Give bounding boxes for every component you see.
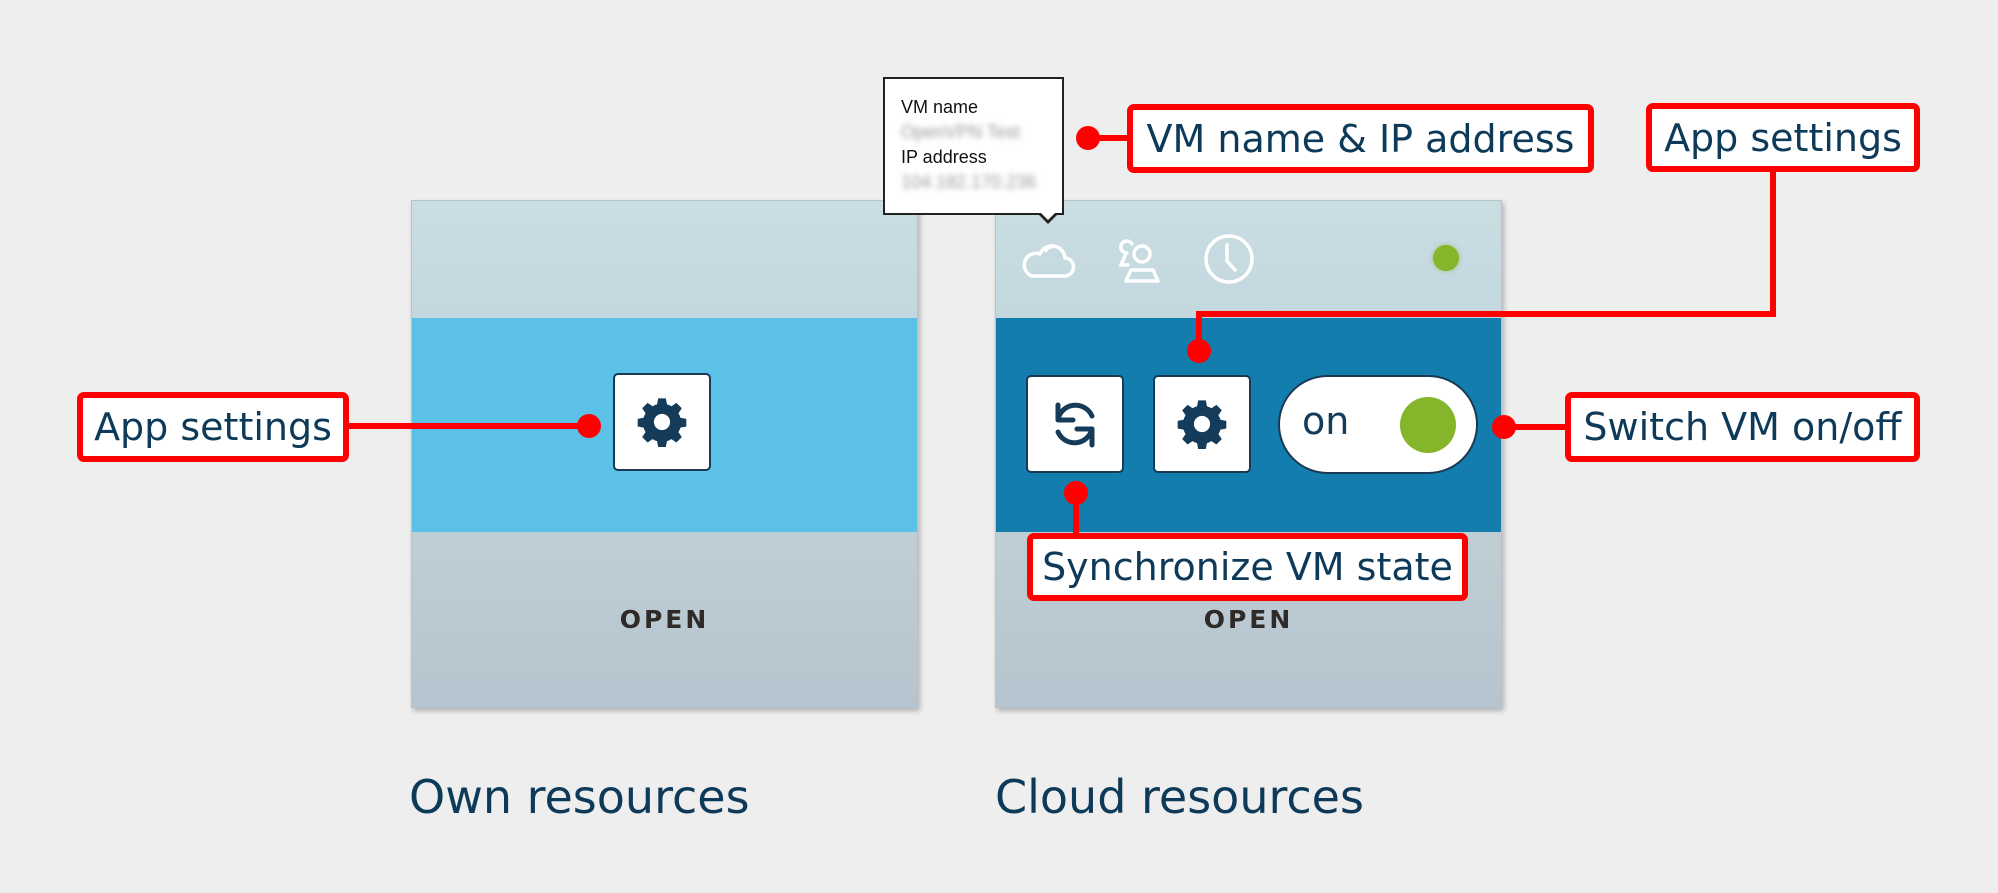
cloud-app-settings-button[interactable] bbox=[1153, 375, 1251, 473]
callout-own-app-settings: App settings bbox=[77, 392, 349, 462]
cloud-resources-caption: Cloud resources bbox=[995, 770, 1364, 824]
ip-address-value: 104.182.170.236 bbox=[901, 172, 1037, 192]
callout-vm-name-ip: VM name & IP address bbox=[1127, 104, 1594, 173]
cloud-icon[interactable] bbox=[1022, 232, 1076, 286]
vm-info-tooltip: VM name OpenVPN Test IP address 104.182.… bbox=[883, 77, 1064, 215]
card-header bbox=[412, 201, 917, 318]
tooltip-pointer-fill bbox=[1039, 211, 1057, 220]
connector-line bbox=[1196, 311, 1202, 351]
connector-line bbox=[1770, 170, 1776, 317]
users-icon[interactable] bbox=[1112, 232, 1166, 286]
open-button[interactable]: OPEN bbox=[1203, 605, 1294, 634]
open-button[interactable]: OPEN bbox=[619, 605, 710, 634]
callout-switch-vm: Switch VM on/off bbox=[1565, 392, 1920, 462]
own-app-settings-button[interactable] bbox=[613, 373, 711, 471]
connector-line bbox=[1088, 135, 1130, 141]
connector-line bbox=[1504, 424, 1568, 430]
callout-sync-vm: Synchronize VM state bbox=[1027, 533, 1468, 601]
clock-icon[interactable] bbox=[1202, 232, 1256, 286]
own-resources-card: OPEN bbox=[411, 200, 918, 708]
connector-dot bbox=[1076, 126, 1100, 150]
connector-dot bbox=[1064, 481, 1088, 505]
callout-cloud-app-settings: App settings bbox=[1646, 103, 1920, 172]
connector-line bbox=[1073, 493, 1079, 535]
gear-icon bbox=[637, 398, 687, 447]
gear-icon bbox=[1177, 400, 1227, 449]
connector-dot bbox=[1187, 339, 1211, 363]
vm-name-value: OpenVPN Test bbox=[901, 122, 1020, 142]
connector-dot bbox=[1492, 415, 1516, 439]
card-header bbox=[996, 201, 1501, 318]
vm-power-toggle[interactable]: on bbox=[1278, 375, 1478, 474]
toggle-knob bbox=[1400, 397, 1456, 453]
ip-address-label: IP address bbox=[901, 147, 987, 167]
vm-name-label: VM name bbox=[901, 97, 979, 117]
card-footer bbox=[412, 532, 917, 707]
vm-status-indicator bbox=[1433, 245, 1459, 271]
sync-vm-button[interactable] bbox=[1026, 375, 1124, 473]
own-resources-caption: Own resources bbox=[409, 770, 750, 824]
toggle-label: on bbox=[1302, 399, 1350, 443]
sync-icon bbox=[1055, 402, 1095, 448]
connector-line bbox=[346, 423, 590, 429]
connector-line bbox=[1196, 311, 1776, 317]
connector-dot bbox=[577, 414, 601, 438]
